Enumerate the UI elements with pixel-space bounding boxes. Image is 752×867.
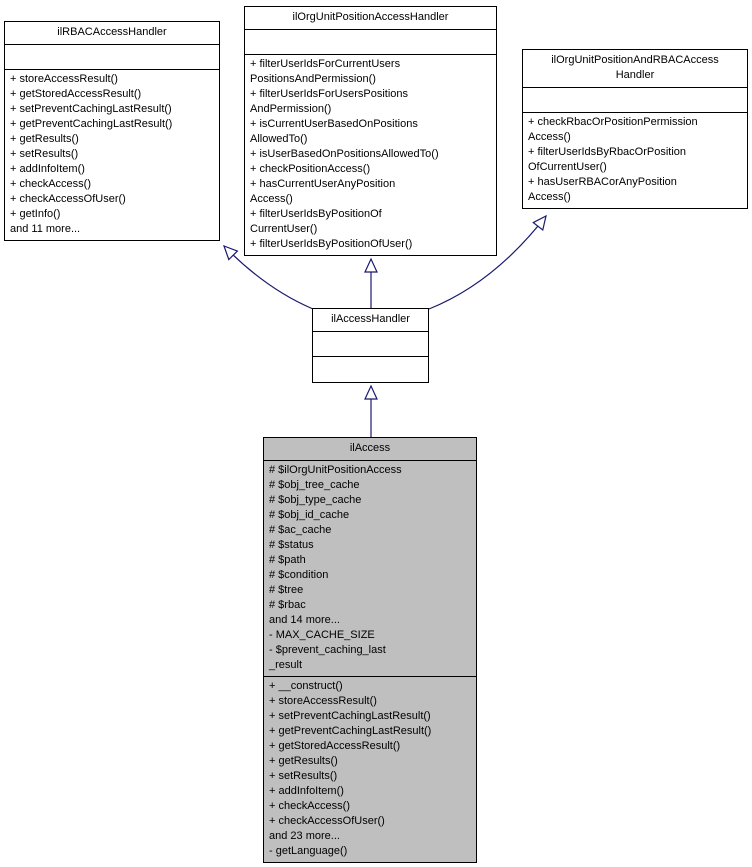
member-line: + getPreventCachingLastResult() [10, 118, 173, 130]
member-line: ilOrgUnitPositionAndRBACAccess [551, 54, 719, 66]
member-line: + checkAccessOfUser() [269, 815, 385, 827]
member-line: + storeAccessResult() [10, 73, 118, 85]
member-line: # $rbac [269, 599, 306, 611]
member-line: + setPreventCachingLastResult() [269, 710, 431, 722]
member-line: Access() [528, 191, 571, 203]
edge-ilaccesshandler-to-ilorgunitpositionandrbacaccesshandler [428, 214, 547, 310]
member-line: + isUserBasedOnPositionsAllowedTo() [250, 148, 439, 160]
member-line: and 23 more... [269, 830, 340, 842]
class-box-ilaccess[interactable]: ilAccess # $ilOrgUnitPositionAccess # $ob… [263, 437, 477, 863]
class-attributes-section [5, 45, 219, 70]
member-line: + addInfoItem() [10, 163, 85, 175]
member-line: + setResults() [10, 148, 79, 160]
member-line: # $obj_type_cache [269, 494, 362, 506]
member-line: ilAccessHandler [331, 313, 410, 325]
member-line: and 14 more... [269, 614, 340, 626]
member-line: + storeAccessResult() [269, 695, 377, 707]
class-attributes-section [523, 88, 747, 113]
member-line: + getResults() [10, 133, 79, 145]
member-line: + filterUserIdsByRbacOrPosition [528, 146, 687, 158]
member-line: + hasUserRBACorAnyPosition [528, 176, 677, 188]
member-line: + filterUserIdsForUsersPositions [250, 88, 409, 100]
member-line: - $prevent_caching_last [269, 644, 386, 656]
member-line: + checkAccess() [10, 178, 91, 190]
member-line: + filterUserIdsByPositionOf [250, 208, 382, 220]
member-line: + filterUserIdsByPositionOfUser() [250, 238, 413, 250]
member-line: and 11 more... [10, 223, 81, 235]
member-line: # $condition [269, 569, 329, 581]
member-line: Handler [615, 69, 655, 81]
member-line: AllowedTo() [250, 133, 308, 145]
member-line: + getStoredAccessResult() [269, 740, 401, 752]
member-line: + setResults() [269, 770, 338, 782]
class-box-ilorgunitpositionaccesshandler[interactable]: ilOrgUnitPositionAccessHandler + filterU… [244, 6, 497, 256]
member-line: - MAX_CACHE_SIZE [269, 629, 375, 641]
class-title: ilRBACAccessHandler [5, 22, 219, 45]
member-line: Access() [528, 131, 571, 143]
member-line: # $ilOrgUnitPositionAccess [269, 464, 402, 476]
member-line: # $path [269, 554, 306, 566]
member-line: + __construct() [269, 680, 343, 692]
member-line: + getResults() [269, 755, 338, 767]
member-line: # $ac_cache [269, 524, 332, 536]
class-attributes-section: # $ilOrgUnitPositionAccess # $obj_tree_ca… [264, 461, 476, 677]
member-line: + getPreventCachingLastResult() [269, 725, 432, 737]
member-line: _result [269, 659, 303, 671]
member-line: + isCurrentUserBasedOnPositions [250, 118, 418, 130]
member-line: + checkRbacOrPositionPermission [528, 116, 698, 128]
member-line: + filterUserIdsForCurrentUsers [250, 58, 401, 70]
member-line: OfCurrentUser() [528, 161, 607, 173]
class-attributes-section [245, 30, 496, 55]
member-line: # $status [269, 539, 314, 551]
member-line: PositionsAndPermission() [250, 73, 376, 85]
member-line: + checkAccess() [269, 800, 350, 812]
member-line: + setPreventCachingLastResult() [10, 103, 172, 115]
member-line: + getStoredAccessResult() [10, 88, 142, 100]
member-line: + checkPositionAccess() [250, 163, 371, 175]
class-attributes-section [313, 332, 428, 357]
edge-ilaccesshandler-to-ilrbacaccesshandler [222, 244, 314, 310]
member-line: + getInfo() [10, 208, 61, 220]
member-line: - getLanguage() [269, 845, 348, 857]
member-line: Access() [250, 193, 293, 205]
member-line: ilOrgUnitPositionAccessHandler [292, 11, 449, 23]
member-line: + checkAccessOfUser() [10, 193, 126, 205]
class-title: ilAccessHandler [313, 309, 428, 332]
member-line: ilRBACAccessHandler [57, 26, 167, 38]
class-box-ilrbacaccesshandler[interactable]: ilRBACAccessHandler + storeAccessResult(… [4, 21, 220, 241]
member-line: CurrentUser() [250, 223, 318, 235]
class-methods-section [313, 357, 428, 382]
class-title: ilOrgUnitPositionAccessHandler [245, 7, 496, 30]
class-methods-section: + storeAccessResult() + getStoredAccessRe… [5, 70, 219, 240]
member-line: + addInfoItem() [269, 785, 344, 797]
member-line: # $obj_tree_cache [269, 479, 360, 491]
class-methods-section: + __construct() + storeAccessResult() + se… [264, 677, 476, 862]
member-line: ilAccess [349, 442, 391, 454]
class-box-ilaccesshandler[interactable]: ilAccessHandler [312, 308, 429, 383]
member-line: # $obj_id_cache [269, 509, 350, 521]
member-line: + hasCurrentUserAnyPosition [250, 178, 396, 190]
class-title: ilAccess [264, 438, 476, 461]
member-line: # $tree [269, 584, 304, 596]
member-line: AndPermission() [250, 103, 332, 115]
